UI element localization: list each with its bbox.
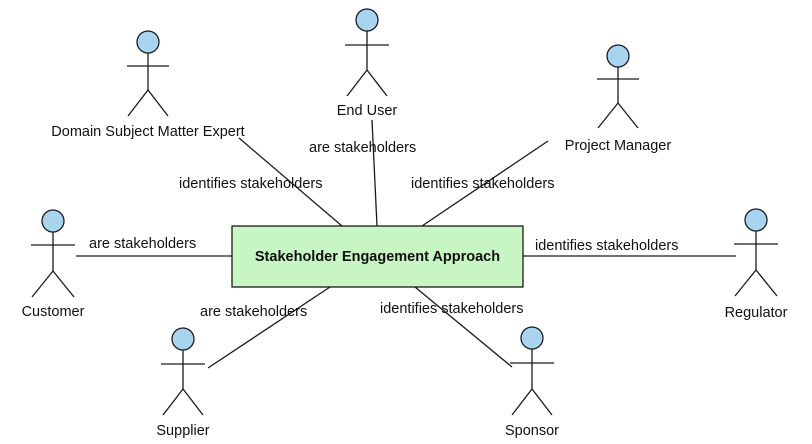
association-labels: identifies stakeholders are stakeholders… bbox=[89, 140, 678, 320]
line-sponsor bbox=[414, 286, 513, 368]
actor-label-project-manager: Project Manager bbox=[565, 138, 672, 154]
assoc-label-supplier: are stakeholders bbox=[200, 304, 307, 320]
assoc-label-end-user: are stakeholders bbox=[309, 140, 416, 156]
actor-label-supplier: Supplier bbox=[156, 423, 209, 439]
actor-head-icon bbox=[520, 326, 544, 350]
actor-label-sponsor: Sponsor bbox=[505, 423, 559, 439]
assoc-label-project-manager: identifies stakeholders bbox=[411, 176, 554, 192]
use-case-stakeholder-engagement[interactable]: Stakeholder Engagement Approach bbox=[231, 225, 524, 288]
actor-domain-expert[interactable]: Domain Subject Matter Expert bbox=[51, 30, 245, 140]
actor-head-icon bbox=[606, 44, 630, 68]
actor-customer[interactable]: Customer bbox=[22, 209, 85, 320]
actor-end-user[interactable]: End User bbox=[337, 8, 398, 119]
actor-head-icon bbox=[355, 8, 379, 32]
actor-supplier[interactable]: Supplier bbox=[156, 327, 210, 439]
use-case-title: Stakeholder Engagement Approach bbox=[255, 249, 500, 265]
actor-project-manager[interactable]: Project Manager bbox=[565, 44, 672, 154]
association-lines bbox=[76, 119, 736, 369]
actor-label-domain-expert: Domain Subject Matter Expert bbox=[51, 124, 244, 140]
line-domain-expert bbox=[238, 137, 343, 227]
actor-head-icon bbox=[41, 209, 65, 233]
actor-label-regulator: Regulator bbox=[725, 305, 788, 321]
assoc-label-sponsor: identifies stakeholders bbox=[380, 301, 523, 317]
line-supplier bbox=[207, 286, 331, 369]
actor-label-end-user: End User bbox=[337, 103, 398, 119]
assoc-label-customer: are stakeholders bbox=[89, 236, 196, 252]
line-end-user bbox=[371, 119, 378, 227]
assoc-label-regulator: identifies stakeholders bbox=[535, 238, 678, 254]
assoc-label-domain-expert: identifies stakeholders bbox=[179, 176, 322, 192]
actor-sponsor[interactable]: Sponsor bbox=[505, 326, 559, 439]
actor-head-icon bbox=[171, 327, 195, 351]
actor-head-icon bbox=[136, 30, 160, 54]
actor-regulator[interactable]: Regulator bbox=[725, 208, 788, 321]
actor-label-customer: Customer bbox=[22, 304, 85, 320]
use-case-box bbox=[231, 225, 524, 288]
line-project-manager bbox=[421, 140, 549, 227]
actor-head-icon bbox=[744, 208, 768, 232]
